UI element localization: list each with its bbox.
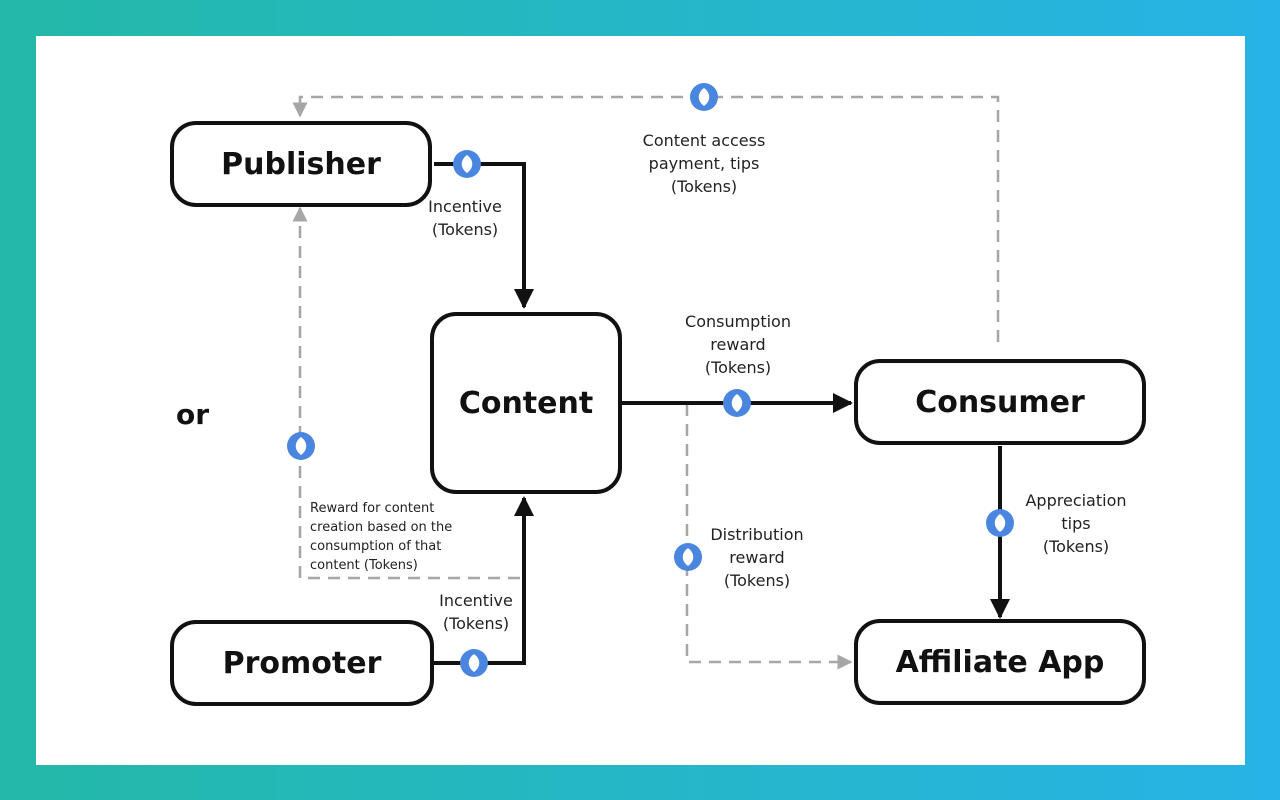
token-coin-icon [723, 389, 751, 417]
creation-reward-label: Reward for content creation based on the… [310, 501, 453, 573]
content-node: Content [430, 312, 622, 494]
consumer-node: Consumer [854, 359, 1146, 445]
promoter-incentive-label: Incentive (Tokens) [439, 591, 513, 633]
connector-layer [287, 83, 1014, 677]
diagram-canvas: Publisher Content Consumer Promoter Affi… [36, 36, 1245, 765]
creation-reward-arrow [292, 206, 520, 580]
distribution-reward-label: Distribution reward (Tokens) [710, 525, 804, 590]
distribution-reward-arrow [685, 404, 853, 670]
token-coin-icon [986, 509, 1014, 537]
affiliate-app-node: Affiliate App [854, 619, 1146, 705]
token-coin-icon [287, 432, 315, 460]
token-coin-icon [453, 150, 481, 178]
content-access-arrow [292, 95, 1000, 342]
token-coin-icon [690, 83, 718, 111]
appreciation-tips-label: Appreciation tips (Tokens) [1025, 491, 1127, 556]
promoter-node: Promoter [170, 620, 434, 706]
consumption-reward-label: Consumption reward (Tokens) [685, 312, 791, 377]
or-label: or [176, 398, 210, 431]
publisher-incentive-label: Incentive (Tokens) [428, 197, 502, 239]
token-coin-icon [674, 543, 702, 571]
content-access-label: Content access payment, tips (Tokens) [642, 131, 766, 196]
publisher-node: Publisher [170, 121, 432, 207]
token-coin-icon [460, 649, 488, 677]
